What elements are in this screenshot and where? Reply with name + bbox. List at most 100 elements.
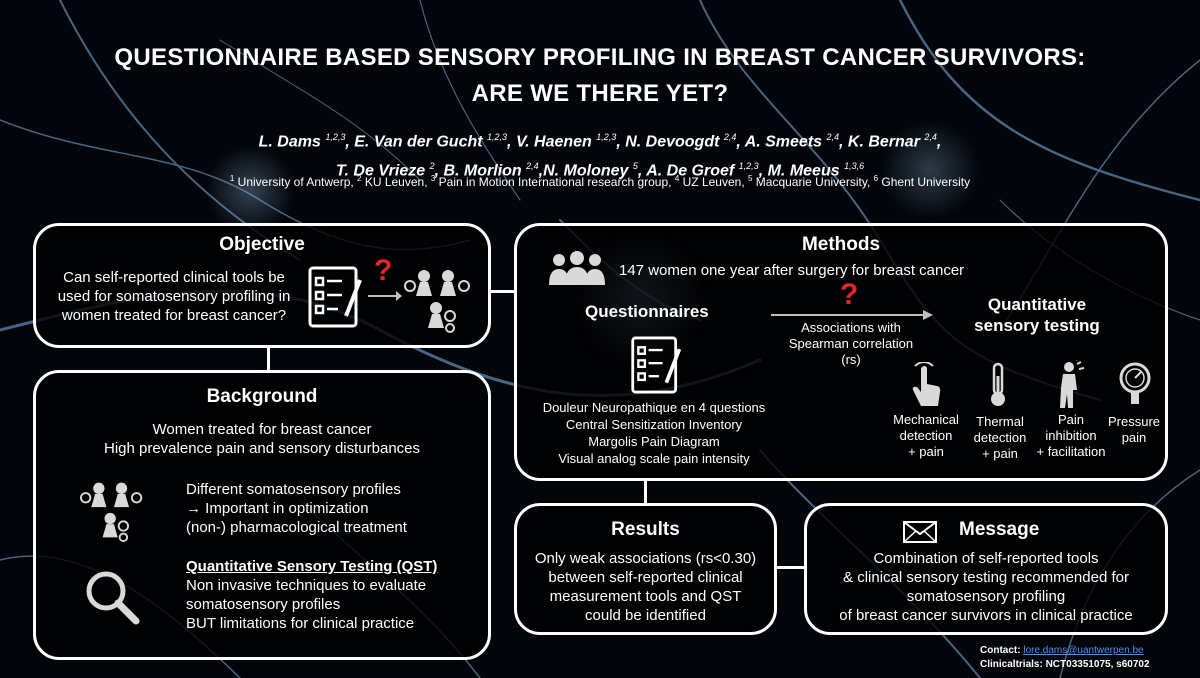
affiliation-index: 6: [873, 174, 879, 183]
message-text: Combination of self-reported tools & cli…: [807, 549, 1165, 625]
group-people-icon: [549, 251, 605, 285]
test-label-mechanical: Mechanical detection + pain: [885, 412, 967, 460]
association-line: (rs): [841, 352, 861, 367]
message-line: Combination of self-reported tools: [873, 550, 1099, 567]
affiliation-index: 1: [229, 174, 235, 183]
affiliation-list: 1 University of Antwerp, 2 KU Leuven, 3 …: [229, 174, 971, 189]
person-pain-icon: [1060, 360, 1085, 408]
association-line: Associations with: [801, 320, 901, 335]
objective-text: Can self-reported clinical tools be used…: [44, 268, 304, 325]
contact-email-link[interactable]: lore.dams@uantwerpen.be: [1023, 645, 1144, 656]
author-name: N. Devoogdt: [625, 133, 724, 151]
results-line: measurement tools and QST: [549, 588, 742, 605]
author-affiliation-index: 1,3,6: [844, 161, 865, 172]
test-label-line: Pressure: [1107, 414, 1161, 429]
sensory-profiles-icon: [80, 482, 143, 543]
association-line: Spearman correlation: [788, 336, 914, 351]
test-label-pain-modulation: Pain inhibition + facilitation: [1029, 412, 1113, 460]
finger-touch-icon: [912, 362, 941, 406]
connector-objective-methods: [490, 290, 516, 293]
objective-line: used for somatosensory profiling in: [57, 288, 291, 305]
checklist-icon: [308, 266, 362, 328]
background-intro: Women treated for breast cancer High pre…: [36, 420, 488, 458]
author-name: A. De Groef: [646, 162, 739, 180]
questionnaires-heading: Questionnaires: [585, 302, 709, 321]
association-arrow-icon: [771, 310, 933, 320]
pressure-gauge-icon: [1119, 362, 1151, 404]
test-label-line: Pain: [1057, 412, 1085, 427]
questionnaire-item: Visual analog scale pain intensity: [558, 451, 750, 466]
results-title: Results: [611, 519, 680, 540]
test-label-line: inhibition: [1045, 428, 1097, 443]
clinical-trials-line: Clinicaltrials: NCT03351075, s60702: [980, 659, 1150, 670]
arrow-right-icon: [368, 291, 402, 301]
sensory-profiles-icon: [404, 270, 470, 333]
qst-heading-line: sensory testing: [974, 316, 1100, 335]
results-line: Only weak associations (rs<0.30): [534, 550, 757, 567]
methods-question-mark: ?: [840, 278, 859, 311]
qst-heading: Quantitative Sensory Testing (QST): [186, 558, 438, 575]
poster-title-line-1: QUESTIONNAIRE BASED SENSORY PROFILING IN…: [114, 44, 1086, 71]
participants-text: 147 women one year after surgery for bre…: [619, 262, 965, 279]
profiles-line: → Important in optimization: [186, 500, 369, 517]
affiliation-name: University of Antwerp: [234, 175, 351, 189]
questionnaire-item: Margolis Pain Diagram: [588, 434, 720, 449]
test-label-line: + pain: [982, 446, 1018, 461]
association-text: Associations with Spearman correlation (…: [763, 320, 939, 368]
objective-question-mark: ?: [374, 254, 393, 287]
author-name: N. Moloney: [543, 162, 633, 180]
qst-line: somatosensory profiles: [186, 596, 341, 613]
connector-results-message: [776, 566, 806, 569]
message-line: somatosensory profiling: [906, 588, 1066, 605]
affiliation-index: 3: [430, 174, 436, 183]
author-name: B. Morlion: [443, 162, 527, 180]
profiles-line: (non-) pharmacological treatment: [186, 519, 407, 536]
qst-line: BUT limitations for clinical practice: [186, 615, 415, 632]
message-line: & clinical sensory testing recommended f…: [843, 569, 1129, 586]
qst-heading-methods: Quantitative sensory testing: [957, 294, 1117, 336]
author-name: K. Bernar: [847, 133, 925, 151]
affiliation-name: UZ Leuven: [679, 175, 742, 189]
author-affiliation-index: 1,2,3: [325, 132, 346, 142]
test-label-line: Mechanical: [893, 412, 959, 427]
test-label-line: Thermal: [976, 414, 1024, 429]
objective-title: Objective: [219, 234, 305, 255]
test-label-line: + facilitation: [1036, 444, 1106, 459]
results-text: Only weak associations (rs<0.30) between…: [517, 549, 774, 625]
background-intro-line: Women treated for breast cancer: [152, 421, 372, 438]
qst-line: Non invasive techniques to evaluate: [186, 577, 427, 594]
author-name: V. Haenen: [515, 133, 597, 151]
checklist-icon: [631, 336, 682, 394]
qst-text: Quantitative Sensory Testing (QST) Non i…: [186, 557, 486, 633]
poster-title-line-2: ARE WE THERE YET?: [471, 80, 729, 107]
objective-panel: Objective Can self-reported clinical too…: [33, 223, 491, 348]
background-intro-line: High prevalence pain and sensory disturb…: [103, 440, 421, 457]
connector-objective-background: [267, 346, 270, 372]
message-panel: Message Combination of self-reported too…: [804, 503, 1168, 635]
questionnaire-item: Douleur Neuropathique en 4 questions: [542, 400, 766, 415]
author-affiliation-index: 1,2,3: [738, 161, 759, 172]
connector-methods-results: [644, 480, 647, 504]
methods-panel: Methods 147 women one year after surgery…: [514, 223, 1168, 481]
author-name: E. Van der Gucht: [354, 133, 488, 151]
results-line: between self-reported clinical: [548, 569, 743, 586]
affiliation-index: 2: [357, 174, 362, 183]
affiliation-name: KU Leuven: [361, 175, 425, 189]
author-affiliation-index: 2,4: [723, 132, 737, 142]
author-name: L. Dams: [258, 133, 326, 151]
profiles-line: Different somatosensory profiles: [186, 481, 401, 498]
footer: Contact: lore.dams@uantwerpen.be Clinica…: [980, 644, 1180, 672]
qst-heading-line: Quantitative: [987, 295, 1087, 314]
questionnaire-list: Douleur Neuropathique en 4 questions Cen…: [523, 399, 785, 467]
contact-line: Contact: lore.dams@uantwerpen.be: [980, 644, 1180, 658]
test-label-line: detection: [973, 430, 1027, 445]
author-name: T. De Vrieze: [335, 162, 430, 180]
author-affiliation-index: 2,4: [826, 132, 840, 142]
background-panel: Background Women treated for breast canc…: [33, 370, 491, 660]
questionnaire-item: Central Sensitization Inventory: [565, 417, 743, 432]
results-panel: Results Only weak associations (rs<0.30)…: [514, 503, 777, 635]
author-affiliation-index: 1,2,3: [487, 132, 508, 142]
affiliation-index: 5: [748, 174, 753, 183]
test-label-line: detection: [899, 428, 953, 443]
